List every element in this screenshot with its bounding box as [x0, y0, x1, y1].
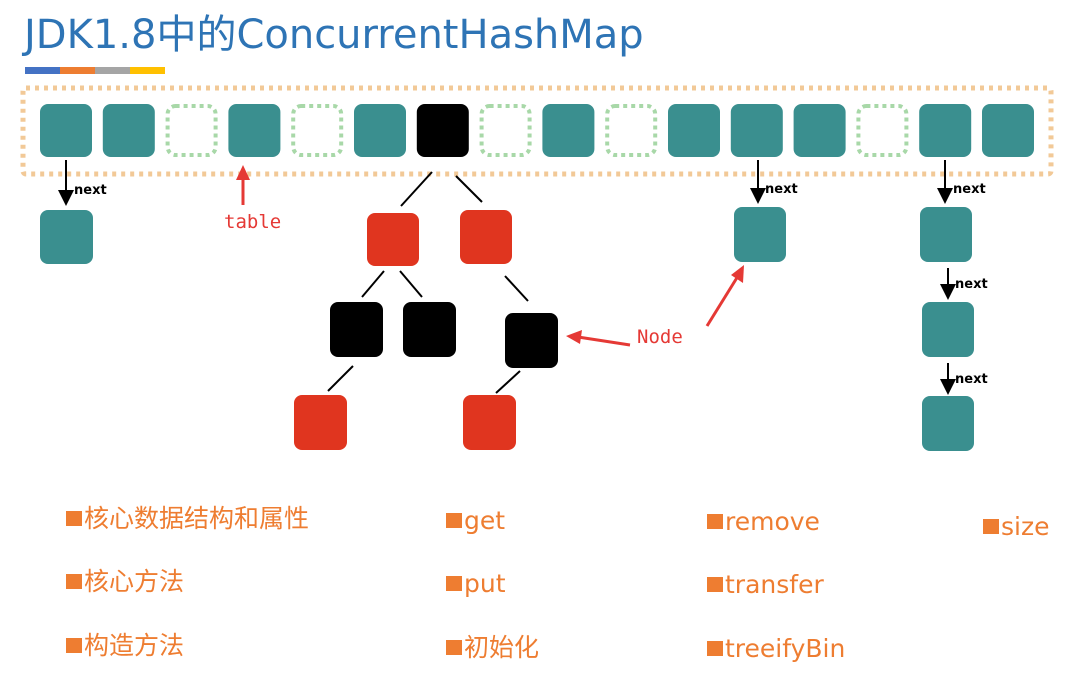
- table-annotation: table: [224, 165, 281, 233]
- topic-transfer: transfer: [707, 570, 824, 600]
- tree-node-red: [367, 213, 419, 266]
- bullet-square: [446, 513, 462, 528]
- table-slot-teal: [40, 104, 92, 157]
- table-slot-teal: [228, 104, 281, 157]
- table-label: table: [224, 211, 281, 233]
- topic-label: 核心数据结构和属性: [84, 504, 310, 533]
- topic-init: 初始化: [446, 633, 539, 663]
- topic-core-methods: 核心方法: [66, 567, 184, 597]
- red-black-tree: [294, 171, 558, 450]
- table-slot-teal: [982, 104, 1034, 157]
- bucket-14-chain: next next next: [920, 160, 988, 451]
- tree-edge: [400, 171, 433, 207]
- bullet-square: [707, 641, 723, 656]
- bullet-square: [983, 519, 999, 534]
- table-slot-empty: [479, 104, 532, 157]
- topic-put: put: [446, 569, 506, 599]
- list-node: [734, 207, 786, 262]
- topic-label: 构造方法: [84, 631, 185, 660]
- bullet-square: [66, 511, 82, 526]
- tree-node-black: [505, 313, 558, 368]
- tree-edge: [495, 370, 521, 394]
- bullet-square: [66, 638, 82, 653]
- bullet-square: [707, 514, 723, 529]
- list-node: [922, 302, 974, 357]
- tree-node-red: [463, 395, 516, 450]
- accent-yellow: [130, 67, 165, 74]
- table-slot-empty: [165, 104, 218, 157]
- node-label: Node: [637, 326, 683, 348]
- accent-blue: [25, 67, 60, 74]
- topic-label: remove: [725, 507, 820, 536]
- next-label: next: [955, 372, 988, 387]
- topic-constructor: 构造方法: [66, 631, 184, 661]
- topic-treeifybin: treeifyBin: [707, 634, 845, 664]
- node-arrow-left: [577, 335, 631, 347]
- tree-node-black: [403, 302, 456, 357]
- table-slot-black: [416, 104, 469, 157]
- bullet-square: [707, 577, 723, 592]
- topic-label: transfer: [725, 570, 824, 599]
- table-slot-teal: [542, 104, 595, 157]
- accent-orange: [60, 67, 95, 74]
- node-arrow-left-head: [566, 330, 582, 344]
- tree-edge: [504, 275, 529, 302]
- table-slot-teal: [919, 104, 972, 157]
- topic-get: get: [446, 506, 505, 536]
- list-node: [40, 210, 93, 264]
- topic-label: treeifyBin: [725, 634, 846, 663]
- bullet-square: [446, 576, 462, 591]
- table-slot-empty: [605, 104, 658, 157]
- list-node: [920, 207, 972, 262]
- table-slots: [40, 104, 1034, 157]
- topic-label: size: [1001, 512, 1050, 541]
- bullet-square: [66, 574, 82, 589]
- table-slot-empty: [856, 104, 909, 157]
- topic-core-structure: 核心数据结构和属性: [66, 504, 309, 534]
- tree-node-red: [294, 395, 347, 450]
- next-label: next: [74, 183, 107, 198]
- next-label: next: [955, 277, 988, 292]
- table-slot-empty: [291, 104, 344, 157]
- table-slot-teal: [102, 104, 155, 157]
- tree-edge: [455, 175, 483, 203]
- table-slot-teal: [354, 104, 406, 157]
- bucket-0-chain: next: [40, 160, 107, 264]
- tree-edge: [327, 365, 354, 392]
- bucket-11-chain: next: [734, 160, 798, 262]
- node-arrow-right-head: [731, 265, 744, 283]
- table-arrow-head: [236, 165, 250, 180]
- node-annotation: Node: [566, 265, 744, 348]
- topic-size: size: [983, 512, 1049, 542]
- next-label: next: [953, 182, 986, 197]
- tree-node-red: [460, 210, 512, 264]
- page-title: JDK1.8中的ConcurrentHashMap: [24, 12, 644, 58]
- topic-label: get: [464, 506, 506, 535]
- accent-gray: [95, 67, 130, 74]
- list-node: [922, 396, 974, 451]
- table-array-border: [20, 85, 1054, 177]
- tree-node-black: [330, 302, 383, 357]
- table-slot-teal: [793, 104, 846, 157]
- next-label: next: [765, 182, 798, 197]
- bullet-square: [446, 640, 462, 655]
- topic-label: 初始化: [464, 633, 540, 662]
- node-arrow-right: [705, 275, 740, 327]
- table-slot-teal: [730, 104, 783, 157]
- topic-remove: remove: [707, 507, 820, 537]
- table-slot-teal: [668, 104, 720, 157]
- accent-color-bar: [25, 67, 165, 74]
- topic-label: 核心方法: [84, 567, 185, 596]
- tree-edge: [361, 270, 385, 298]
- topic-label: put: [464, 569, 506, 598]
- tree-edge: [399, 270, 423, 298]
